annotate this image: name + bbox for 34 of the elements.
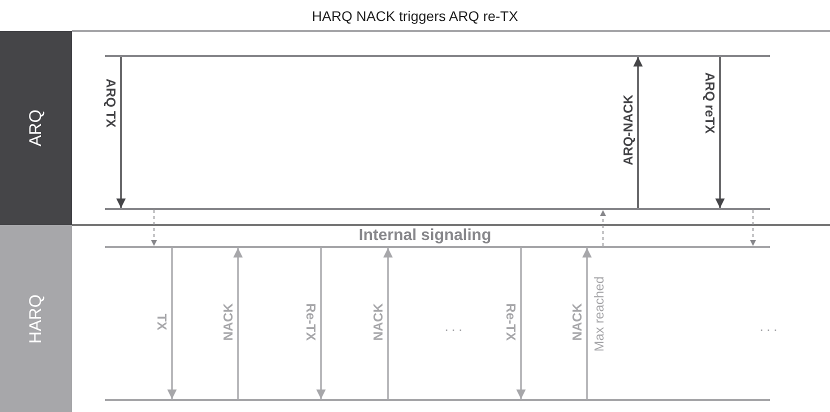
lifeline-bar bbox=[105, 399, 770, 401]
lane-label: ARQ bbox=[26, 110, 46, 146]
edge-label: Re-TX bbox=[304, 303, 318, 341]
edge-label: NACK bbox=[220, 303, 236, 341]
lifeline-bar bbox=[105, 208, 770, 210]
message-arrow bbox=[383, 248, 393, 399]
message-arrow bbox=[715, 57, 725, 208]
note-text: Max reached bbox=[592, 276, 606, 352]
ellipsis-text: ... bbox=[444, 318, 466, 334]
edge-label: ARQ reTX bbox=[702, 72, 718, 134]
edge-label: ARQ TX bbox=[104, 78, 118, 128]
lifeline-bar bbox=[105, 246, 770, 248]
diagram-title: HARQ NACK triggers ARQ re-TX bbox=[310, 8, 520, 24]
message-arrow bbox=[633, 57, 643, 208]
lane-band bbox=[0, 31, 72, 225]
signaling-arrow bbox=[600, 210, 606, 246]
edge-label: Re-TX bbox=[504, 303, 518, 341]
ellipsis-text: ... bbox=[760, 318, 780, 334]
message-arrow bbox=[582, 248, 592, 399]
message-arrow bbox=[316, 248, 326, 399]
annotation-text: Internal signaling bbox=[358, 227, 492, 245]
edge-label: TX bbox=[154, 314, 170, 330]
lane-label: HARQ bbox=[26, 294, 46, 344]
edge-label: NACK bbox=[570, 303, 584, 341]
signaling-arrow bbox=[151, 210, 157, 246]
lane-band bbox=[0, 225, 72, 412]
message-arrow bbox=[116, 57, 126, 208]
message-arrow bbox=[233, 248, 243, 399]
lifeline-bar bbox=[105, 55, 770, 57]
signaling-arrow bbox=[750, 210, 756, 246]
edge-label: NACK bbox=[370, 303, 386, 341]
message-arrow bbox=[167, 248, 177, 399]
message-arrow bbox=[516, 248, 526, 399]
edge-label: ARQ-NACK bbox=[620, 94, 636, 166]
